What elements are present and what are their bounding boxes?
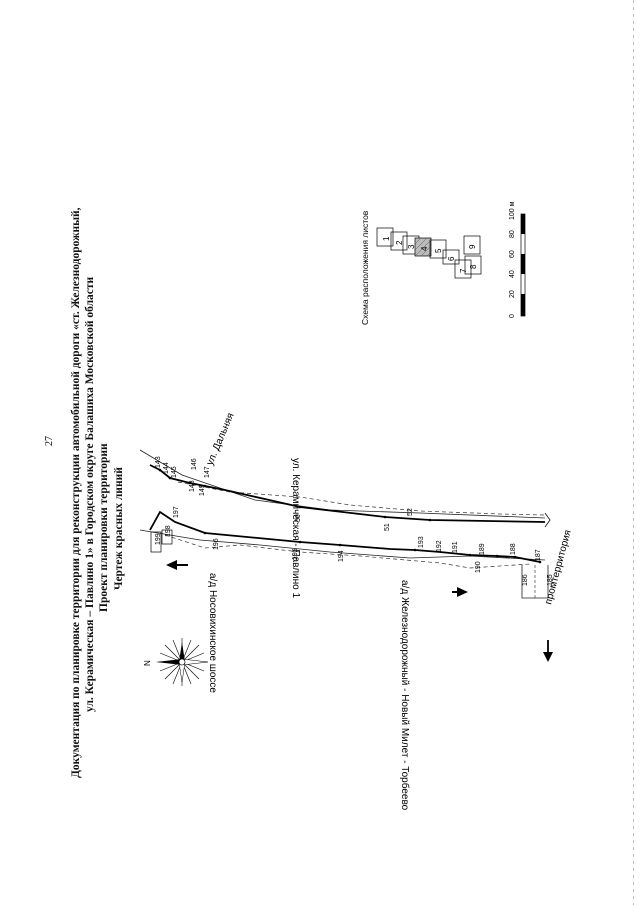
scale-tick-40: 40 [509, 270, 516, 278]
road-end-cap [544, 512, 551, 528]
existing-border-lower [164, 534, 531, 569]
scale-tick-80: 80 [509, 230, 516, 238]
arrow-zheleznodorozhny-icon [452, 587, 468, 597]
point-191: 191 [452, 541, 459, 553]
point-197: 197 [173, 506, 180, 518]
scale-bar [520, 213, 526, 317]
schema-sheet-4: 4 [420, 246, 429, 251]
scale-tick-20: 20 [509, 290, 516, 298]
point-50: 50 [295, 514, 302, 522]
point-194: 194 [338, 550, 345, 562]
arrow-nosovikhinskoe-icon [166, 560, 188, 570]
schema-sheet-hatch [414, 237, 432, 257]
schema-sheet-3: 3 [407, 244, 416, 249]
point-144: 144 [163, 462, 170, 474]
point-185: 185 [547, 574, 554, 586]
point-193: 193 [418, 536, 425, 548]
point-143: 143 [155, 456, 162, 468]
scale-tick-100: 100 м [509, 201, 516, 220]
existing-border-upper [177, 481, 546, 516]
point-195: 195 [292, 548, 299, 560]
schema-sheet-6: 6 [447, 256, 456, 261]
red-line-lower [149, 510, 541, 563]
point-187: 187 [535, 549, 542, 561]
point-189: 189 [479, 543, 486, 555]
schema-sheet-9: 9 [468, 244, 477, 249]
schema-sheet-2: 2 [395, 240, 404, 245]
scale-tick-0: 0 [509, 314, 516, 318]
point-147: 147 [204, 466, 211, 478]
point-markers [158, 468, 542, 564]
north-label: N [143, 660, 152, 666]
point-199: 199 [155, 533, 162, 545]
street-keramicheskaya: ул. Керамическая - Павлино 1 [290, 458, 301, 598]
point-149: 149 [199, 484, 206, 496]
point-198: 198 [165, 525, 172, 537]
schema-sheet-7: 7 [459, 268, 468, 273]
point-146: 146 [191, 458, 198, 470]
point-192: 192 [436, 540, 443, 552]
schema-sheet-8: 8 [469, 264, 478, 269]
point-198-box [161, 529, 173, 545]
scale-tick-60: 60 [509, 250, 516, 258]
street-nosovikhinskoe: а/д Носовихинское шоссе [207, 573, 218, 693]
point-199-box [150, 531, 162, 553]
point-148: 148 [189, 480, 196, 492]
street-zheleznodorozhny: а/д Железнодорожный - Новый Милет - Торб… [399, 580, 411, 811]
schema-sheets [376, 227, 482, 279]
point-52: 52 [407, 508, 414, 516]
schema-title: Схема расположения листов [360, 210, 370, 325]
compass-rose-icon [156, 638, 209, 686]
scan-edge [633, 0, 634, 905]
arrow-promterritory-icon [543, 640, 553, 662]
point-190: 190 [475, 561, 482, 573]
street-dalnyaya: ул. Дальняя [205, 411, 237, 467]
schema-sheet-5: 5 [434, 248, 443, 253]
point-51: 51 [384, 523, 391, 531]
road-outer-border-upper [139, 449, 546, 519]
point-196: 196 [213, 538, 220, 550]
red-line-upper [149, 464, 546, 523]
point-188: 188 [510, 543, 517, 555]
point-186: 186 [522, 574, 529, 586]
schema-sheet-1: 1 [382, 236, 391, 241]
point-145: 145 [171, 466, 178, 478]
